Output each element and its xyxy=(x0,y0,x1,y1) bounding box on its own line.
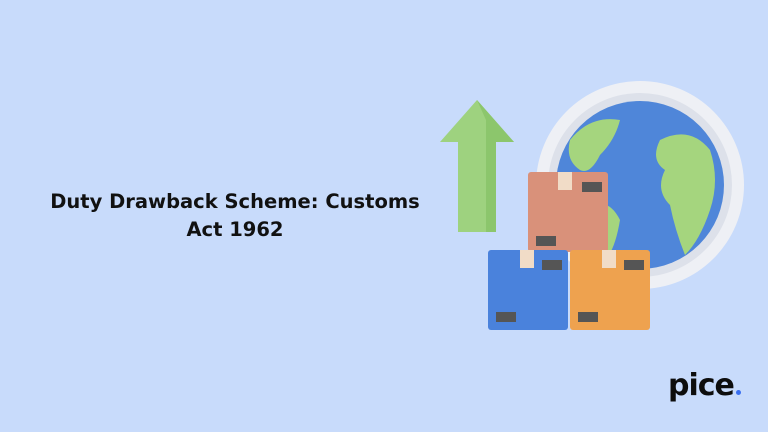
up-arrow-icon xyxy=(440,100,514,232)
page-title: Duty Drawback Scheme: Customs Act 1962 xyxy=(30,188,440,244)
title-line-2: Act 1962 xyxy=(186,218,284,241)
export-illustration xyxy=(440,81,744,330)
logo-dot xyxy=(735,390,741,395)
logo-text: pice xyxy=(668,368,735,403)
pice-logo: pice xyxy=(668,368,741,403)
cardboard-boxes-icon xyxy=(488,172,650,330)
title-line-1: Duty Drawback Scheme: Customs xyxy=(50,190,420,213)
